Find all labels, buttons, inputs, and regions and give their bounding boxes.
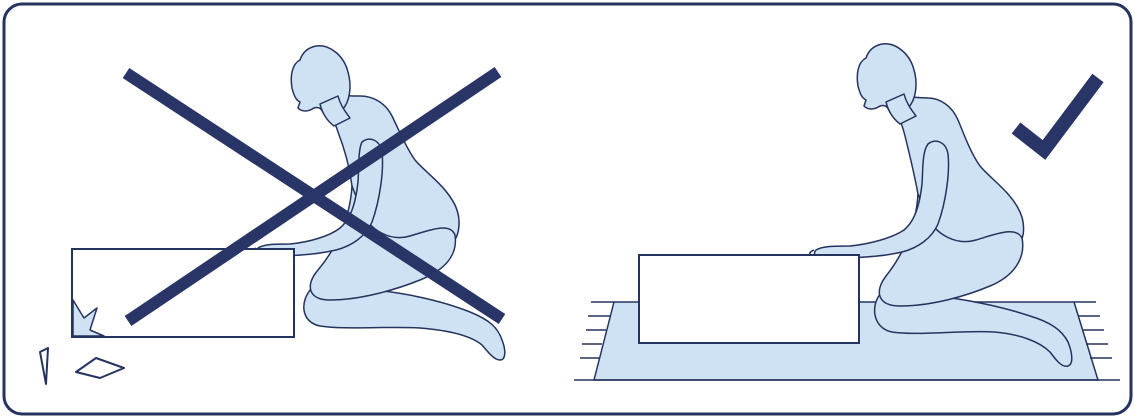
box-right (639, 255, 859, 343)
box-left (72, 249, 294, 337)
